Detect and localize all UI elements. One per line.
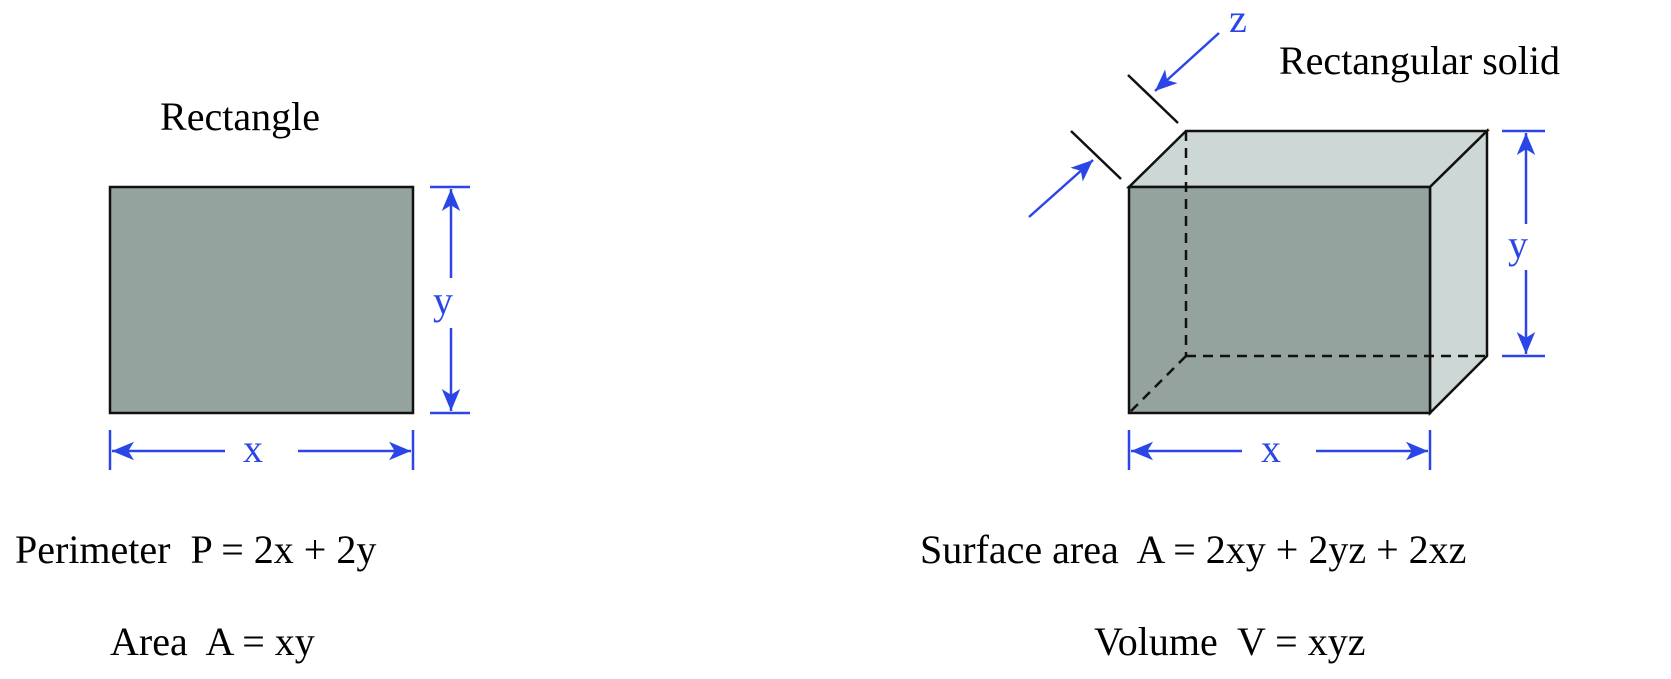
solid-z-arrow-in <box>1028 159 1094 218</box>
rectangle-shape <box>108 185 415 415</box>
rectangle-x-label: x <box>243 426 263 471</box>
rectangle-y-dimension <box>430 185 470 415</box>
solid-z-arrow-out <box>1154 32 1220 92</box>
solid-top-face <box>1125 129 1491 189</box>
area-formula: Area A = xy <box>110 619 315 664</box>
solid-title: Rectangular solid <box>1279 38 1560 83</box>
rectangle-y-label: y <box>433 278 453 323</box>
solid-z-label: z <box>1229 0 1247 41</box>
rectangle-title: Rectangle <box>160 94 320 139</box>
solid-figure: Rectangular solid z y <box>920 0 1560 664</box>
solid-z-extension-front <box>1070 130 1122 180</box>
solid-x-dimension <box>1127 430 1432 470</box>
solid-y-label: y <box>1508 222 1528 267</box>
solid-front-face <box>1127 185 1432 415</box>
volume-formula: Volume V = xyz <box>1094 619 1365 664</box>
solid-x-label: x <box>1261 426 1281 471</box>
rectangle-figure: Rectangle y x Perimeter P = 2x + 2y Area… <box>15 94 470 664</box>
perimeter-formula: Perimeter P = 2x + 2y <box>15 527 376 572</box>
surface-area-formula: Surface area A = 2xy + 2yz + 2xz <box>920 527 1466 572</box>
solid-z-dimension <box>1028 32 1220 218</box>
rectangle-x-dimension <box>108 430 415 470</box>
solid-y-dimension <box>1502 129 1545 358</box>
solid-z-extension-back <box>1127 74 1179 124</box>
hidden-edge-diagonal <box>1128 355 1187 414</box>
solid-hidden-edges <box>1128 131 1487 414</box>
